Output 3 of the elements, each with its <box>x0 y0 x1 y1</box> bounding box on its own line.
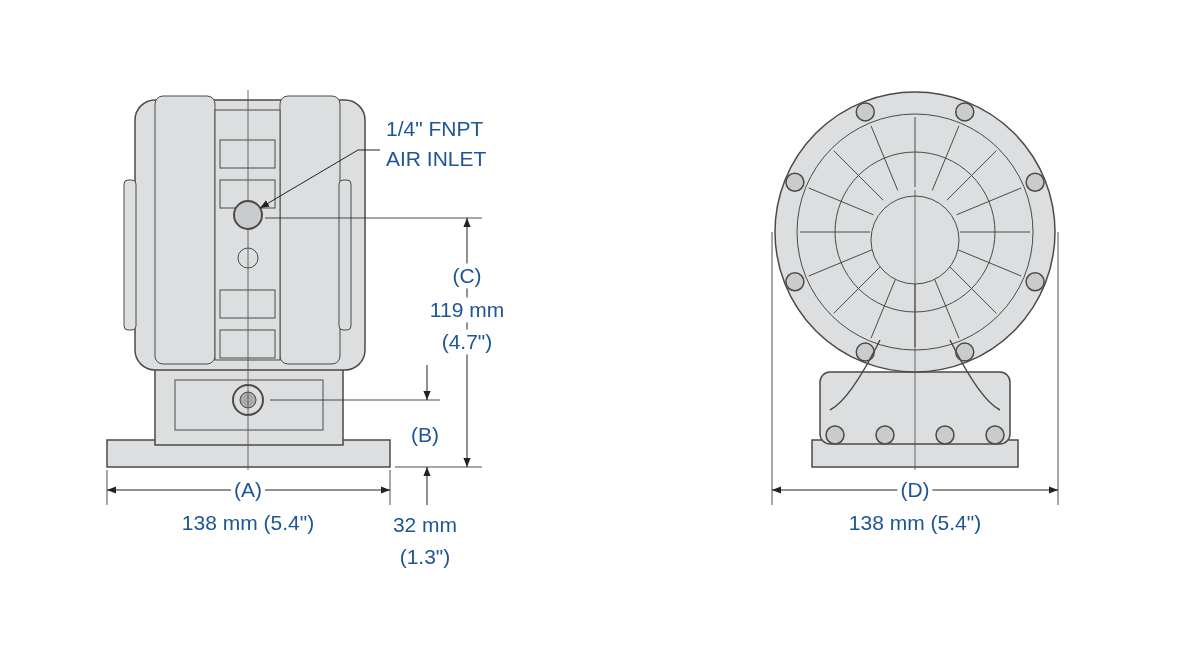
callout-text: 1/4" FNPT AIR INLET <box>386 114 496 175</box>
leader-line <box>259 149 381 209</box>
air-inlet-port <box>233 200 263 230</box>
